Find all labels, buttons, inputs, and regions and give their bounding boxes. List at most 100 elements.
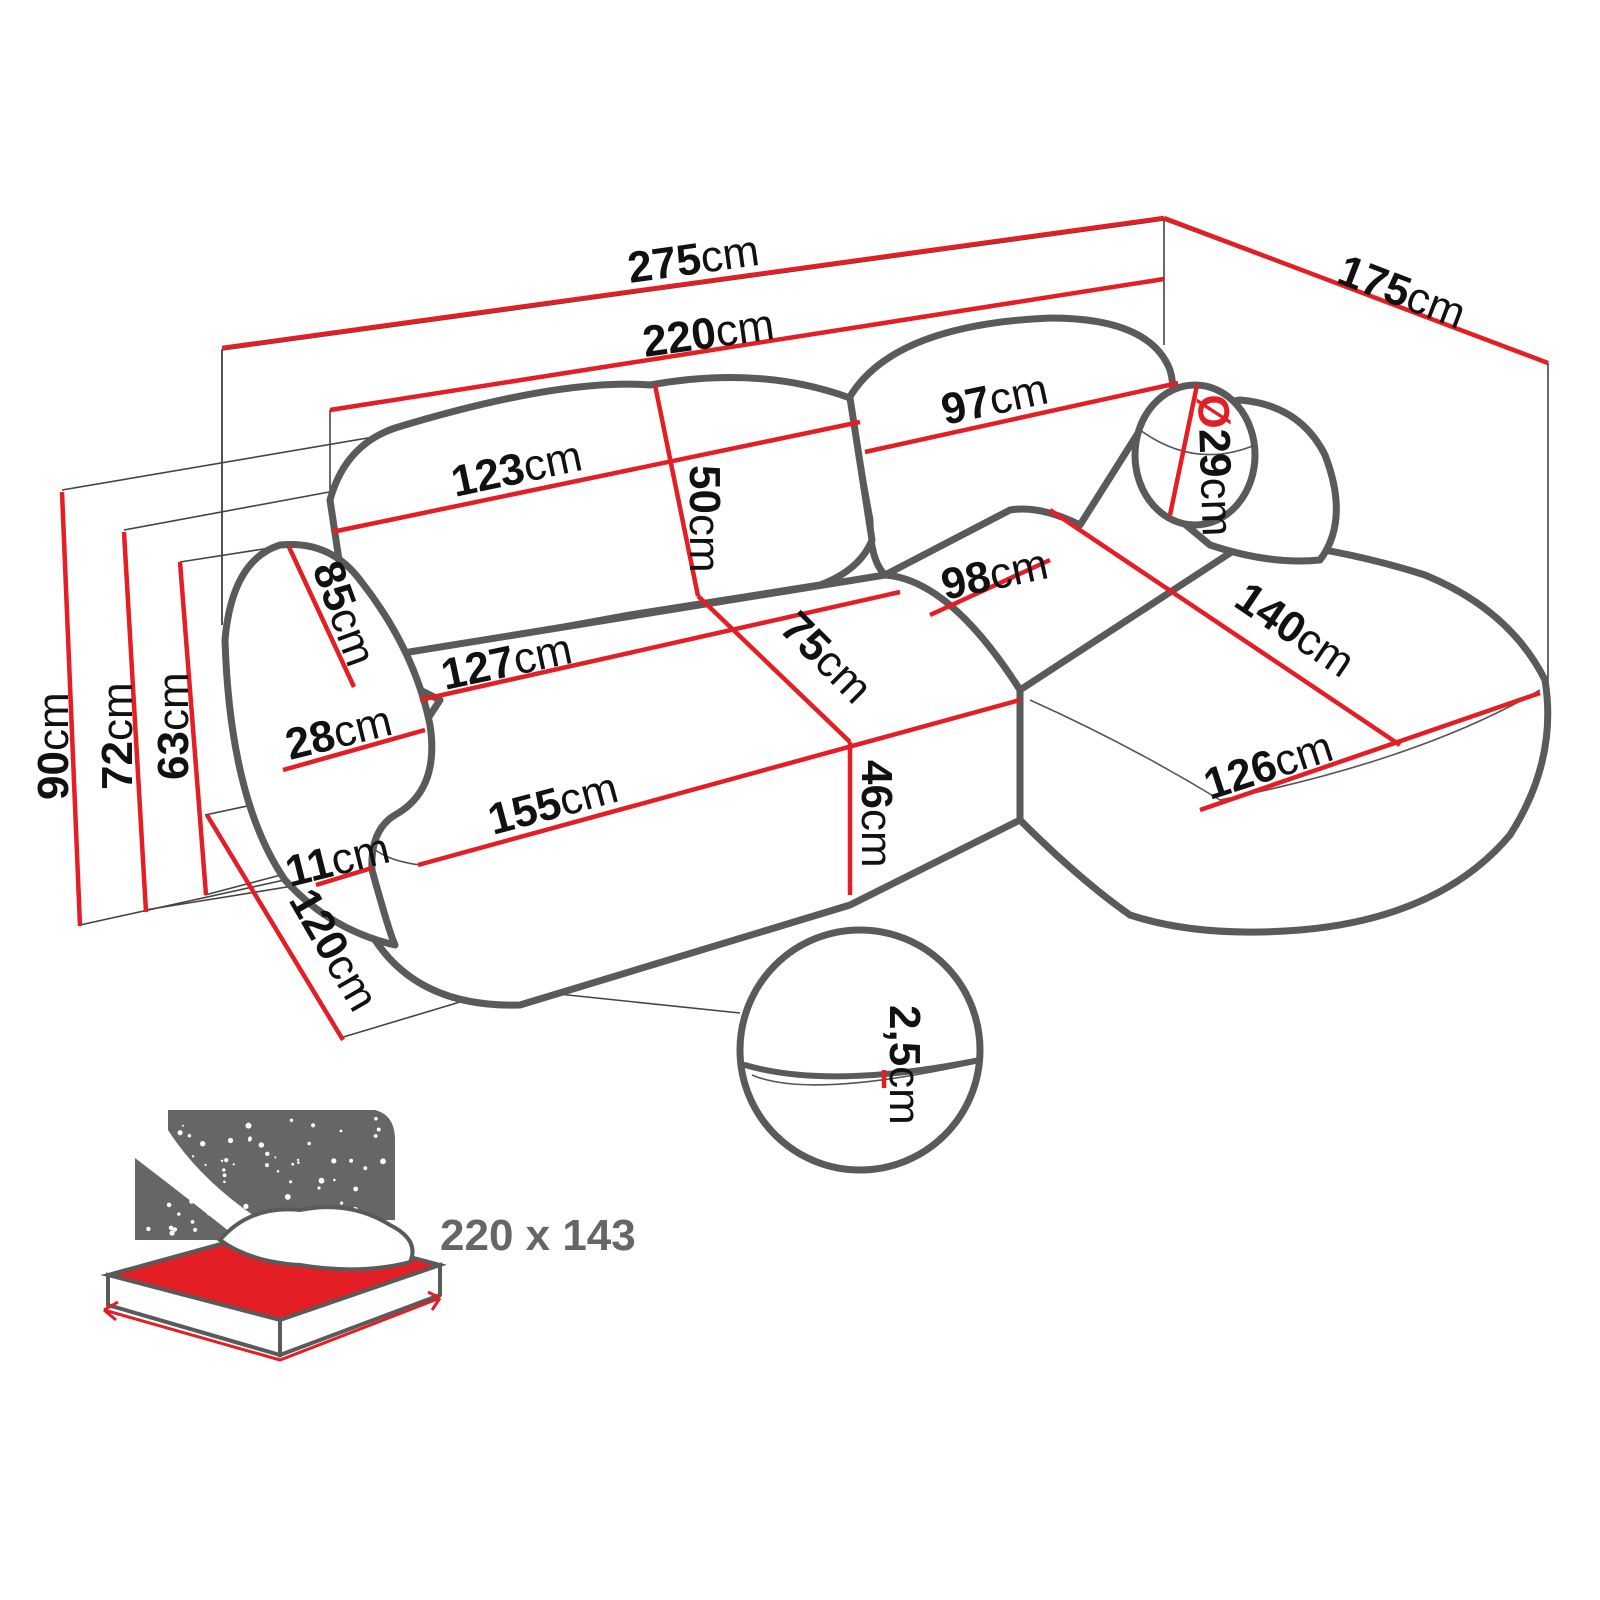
dim-line-72 [121, 531, 149, 913]
star-icon [284, 1194, 291, 1200]
dim-line-140 [1048, 508, 1402, 747]
star-icon [191, 1155, 195, 1158]
star-icon [380, 1158, 386, 1165]
star-icon [146, 1226, 151, 1232]
star-icon [248, 1138, 252, 1142]
star-icon [224, 1158, 229, 1163]
dim-line-175 [1163, 215, 1549, 366]
dim-line-120 [205, 813, 345, 1042]
star-icon [258, 1142, 264, 1148]
star-icon [168, 1225, 174, 1231]
dim-line-29 [1167, 384, 1200, 516]
star-icon [339, 1129, 343, 1133]
star-icon [190, 1220, 195, 1224]
star-icon [349, 1158, 354, 1163]
dim-line-127 [419, 589, 901, 703]
star-icon [333, 1178, 336, 1182]
star-icon [243, 1203, 249, 1209]
star-icon [227, 1137, 234, 1144]
dim-line-123 [331, 419, 861, 535]
label-97: 97cm [937, 364, 1052, 434]
star-icon [205, 1189, 210, 1194]
star-icon [297, 1161, 300, 1164]
label-90: 90cm [29, 692, 78, 800]
dim-line-85 [286, 546, 357, 688]
dim-line-75 [696, 594, 852, 744]
label-50: 50cm [680, 465, 729, 573]
star-icon [223, 1200, 228, 1204]
label-98: 98cm [937, 539, 1052, 609]
backrest-right [844, 314, 1177, 579]
star-icon [245, 1122, 252, 1129]
star-icon [200, 1141, 206, 1147]
star-icon [223, 1180, 226, 1184]
dim-line-63 [177, 561, 209, 896]
star-icon [289, 1180, 293, 1184]
dim-line-155 [417, 697, 1021, 868]
star-icon [232, 1163, 235, 1166]
star-icon [307, 1141, 312, 1146]
star-icon [353, 1186, 359, 1192]
star-icon [172, 1227, 178, 1232]
label-220: 220cm [640, 300, 778, 367]
label-63: 63cm [149, 672, 198, 780]
star-icon [187, 1134, 192, 1138]
sleeping-area-label: 220 x 143 [440, 1211, 636, 1260]
star-icon [206, 1210, 212, 1216]
star-icon [177, 1130, 183, 1136]
star-icon [340, 1201, 344, 1205]
star-icon [291, 1162, 295, 1166]
label-29: Ø29cm [1188, 394, 1242, 537]
star-icon [181, 1124, 184, 1127]
star-icon [193, 1227, 198, 1232]
star-icon [169, 1230, 175, 1236]
label-175: 175cm [1331, 246, 1472, 339]
dim-line-126 [1199, 690, 1541, 813]
dim-line-98 [929, 557, 1051, 618]
dim-line-220 [329, 276, 1165, 413]
star-icon [166, 1202, 172, 1208]
star-icon [311, 1123, 316, 1128]
star-icon [296, 1158, 300, 1162]
label-72: 72cm [93, 682, 142, 790]
armrest-left [221, 540, 436, 949]
star-icon [222, 1168, 226, 1172]
stars [146, 1116, 386, 1236]
star-icon [363, 1166, 368, 1171]
star-icon [190, 1200, 193, 1203]
star-icon [204, 1163, 207, 1166]
star-icon [182, 1154, 188, 1160]
dim-line-28 [282, 727, 426, 773]
sofa-body [221, 314, 1552, 1009]
dim-line-50 [652, 384, 701, 597]
label-275: 275cm [625, 226, 763, 293]
star-icon [265, 1163, 269, 1168]
star-icon [289, 1118, 294, 1123]
dim-line-90 [59, 491, 83, 927]
detail-magnifier [736, 926, 984, 1174]
star-icon [265, 1151, 270, 1157]
chaise-base [1016, 536, 1552, 936]
dimension-lines [59, 215, 1549, 1042]
star-icon [374, 1116, 378, 1121]
dim-line-11 [315, 865, 373, 888]
star-icon [331, 1158, 337, 1164]
star-icon [317, 1186, 321, 1190]
star-icon [222, 1173, 227, 1178]
dim-line-275 [221, 215, 1165, 351]
star-icon [168, 1176, 174, 1183]
star-icon [221, 1195, 225, 1199]
bed-icon: 220 x 143 [100, 1110, 636, 1362]
label-127: 127cm [437, 624, 576, 699]
star-icon [373, 1134, 378, 1138]
dim-line-97 [864, 380, 1179, 455]
star-icon [274, 1156, 277, 1159]
star-icon [276, 1170, 280, 1173]
star-icon [220, 1159, 224, 1163]
star-icon [318, 1177, 325, 1184]
star-icon [177, 1212, 181, 1216]
label-2-5: 2,5cm [880, 1005, 929, 1125]
label-46: 46cm [852, 760, 901, 868]
